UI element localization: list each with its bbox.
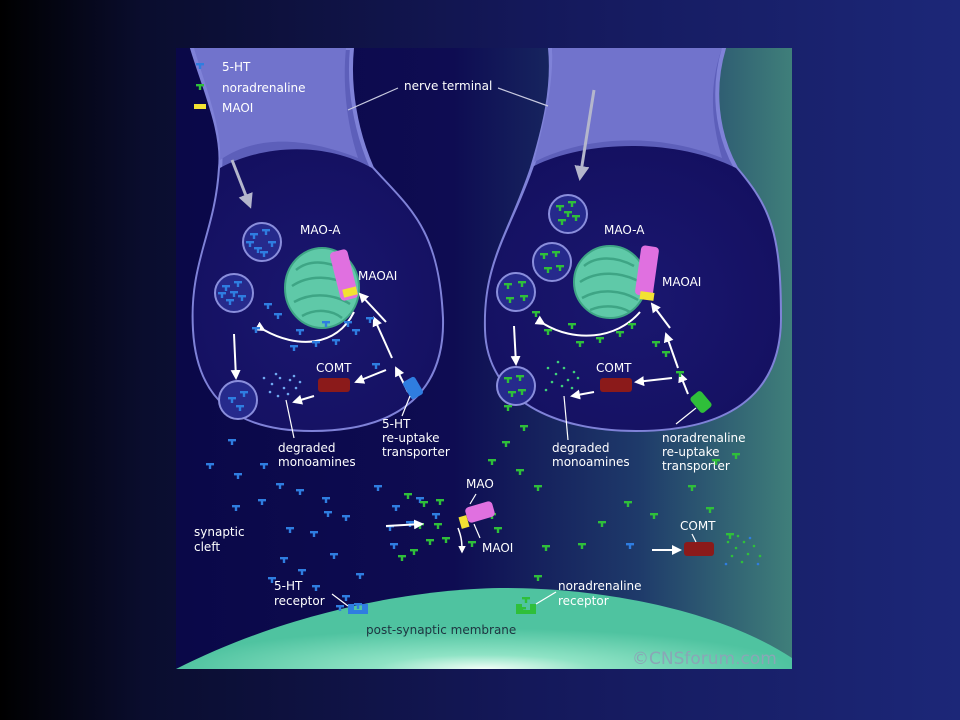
cleft-maoi-label: MAOI bbox=[482, 541, 513, 555]
5ht-receptor-label-1: 5-HT bbox=[274, 579, 303, 593]
left-degraded-label-2: monoamines bbox=[278, 455, 356, 469]
cleft-comt-enzyme bbox=[684, 542, 714, 556]
post-synaptic-membrane bbox=[176, 588, 792, 669]
noradrenaline-receptor-label-1: noradrenaline bbox=[558, 579, 642, 593]
cleft-mao-enzyme bbox=[458, 501, 495, 529]
nerve-terminal-leader-right bbox=[497, 87, 549, 107]
noradrenaline-receptor bbox=[516, 597, 536, 614]
left-degraded-label-1: degraded bbox=[278, 441, 336, 455]
copyright-label: ©CNSforum.com bbox=[632, 649, 777, 669]
left-arrow-up-1 bbox=[372, 316, 393, 359]
right-transporter-label-2: re-uptake bbox=[662, 445, 720, 459]
right-degraded-label-2: monoamines bbox=[552, 455, 630, 469]
left-mao-a-enzyme bbox=[330, 249, 358, 301]
right-cycle-arrow bbox=[534, 311, 641, 337]
cleft-arrow-to-mao bbox=[385, 519, 424, 530]
right-arrow-up-2 bbox=[678, 372, 689, 395]
right-na-transporter bbox=[690, 391, 712, 413]
left-comt-label: COMT bbox=[316, 361, 352, 375]
post-synaptic-membrane-label: post-synaptic membrane bbox=[366, 623, 516, 637]
left-comt-enzyme bbox=[318, 378, 350, 392]
nerve-terminal-label: nerve terminal bbox=[404, 79, 492, 93]
right-arrow-up-1 bbox=[663, 332, 679, 369]
5ht-receptor bbox=[348, 603, 368, 614]
action-potential-arrow-left bbox=[230, 159, 253, 209]
left-transporter-label-3: transporter bbox=[382, 445, 450, 459]
right-arrow-to-vesicle bbox=[510, 325, 521, 366]
synaptic-cleft-label-1: synaptic bbox=[194, 525, 245, 539]
legend-label-noradrenaline: noradrenaline bbox=[222, 81, 306, 95]
legend-label-maoi: MAOI bbox=[222, 101, 253, 115]
left-transporter-label-1: 5-HT bbox=[382, 417, 411, 431]
nerve-terminal-leader-left bbox=[347, 87, 399, 111]
legend-label-5ht: 5-HT bbox=[222, 60, 251, 74]
left-arrow-to-degraded bbox=[292, 394, 315, 405]
5ht-receptor-label-2: receptor bbox=[274, 594, 325, 608]
right-mao-a-enzyme bbox=[635, 245, 659, 301]
right-mitochondrion bbox=[573, 245, 647, 319]
cleft-comt-label: COMT bbox=[680, 519, 716, 533]
cleft-arrow-from-mao bbox=[457, 527, 466, 554]
right-vesicles bbox=[496, 194, 588, 406]
noradrenaline-receptor-label-2: receptor bbox=[558, 594, 609, 608]
left-vesicles bbox=[214, 222, 282, 420]
right-arrow-to-degraded bbox=[570, 389, 595, 400]
left-transporter-label-2: re-uptake bbox=[382, 431, 440, 445]
left-arrow-to-comt bbox=[354, 369, 387, 384]
legend: 5-HT noradrenaline MAOI bbox=[194, 60, 306, 115]
left-degraded-dots bbox=[262, 372, 302, 398]
left-nerve-terminal bbox=[189, 48, 445, 433]
synapse-diagram: 5-HT noradrenaline MAOI nerve terminal M… bbox=[176, 48, 792, 669]
left-mao-a-label: MAO-A bbox=[300, 223, 341, 237]
right-mao-a-label: MAO-A bbox=[604, 223, 645, 237]
right-transporter-label-3: transporter bbox=[662, 459, 730, 473]
right-arrow-to-maoai bbox=[650, 302, 671, 329]
synaptic-cleft-label-2: cleft bbox=[194, 540, 220, 554]
right-comt-enzyme bbox=[600, 378, 632, 392]
right-maoai-label: MAOAI bbox=[662, 275, 701, 289]
right-arrow-to-comt bbox=[634, 376, 673, 387]
right-comt-label: COMT bbox=[596, 361, 632, 375]
right-transporter-label-1: noradrenaline bbox=[662, 431, 746, 445]
right-degraded-label-1: degraded bbox=[552, 441, 610, 455]
left-maoai-label: MAOAI bbox=[358, 269, 397, 283]
cleft-mao-label: MAO bbox=[466, 477, 494, 491]
left-arrow-to-vesicle bbox=[230, 333, 241, 380]
cleft-degraded-dots bbox=[726, 534, 762, 564]
action-potential-arrow-right bbox=[574, 89, 596, 181]
right-degraded-dots bbox=[544, 360, 580, 392]
left-5ht-transporter bbox=[403, 376, 423, 400]
